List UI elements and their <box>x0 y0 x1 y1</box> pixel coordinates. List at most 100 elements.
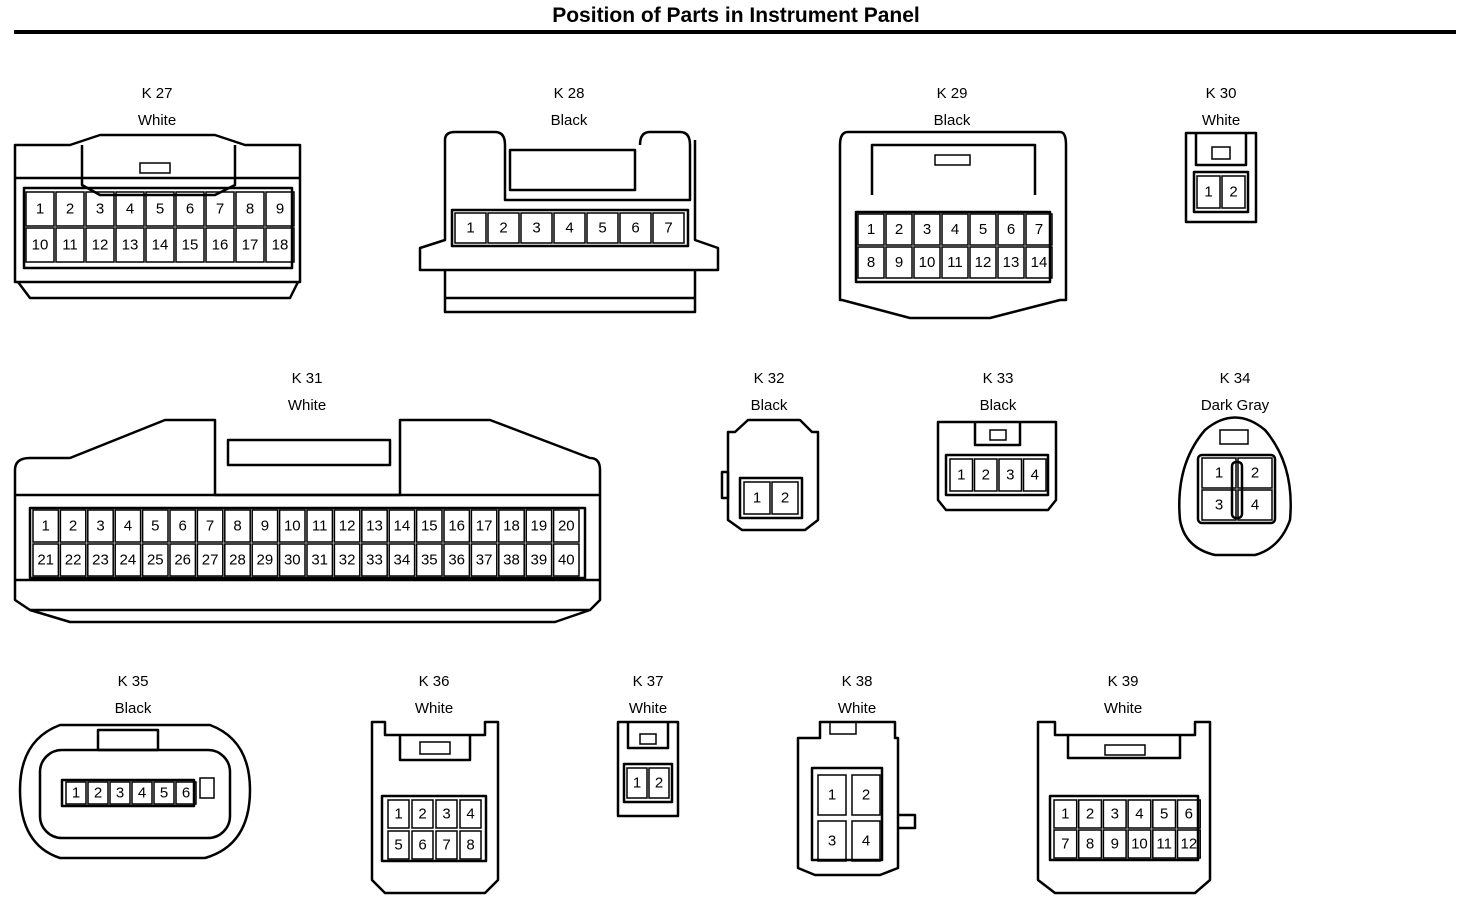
pin-number: 3 <box>116 785 124 802</box>
pin-cell <box>498 509 525 543</box>
pin-cell <box>114 509 142 543</box>
pin-number: 3 <box>1006 467 1014 484</box>
pin-number: 1 <box>72 785 80 802</box>
pin-number: 4 <box>466 806 474 823</box>
pin-cell <box>459 830 482 860</box>
connector-color: Black <box>980 397 1017 414</box>
pin-number: 1 <box>633 775 641 792</box>
pin-cell <box>145 227 175 263</box>
pin-cell <box>251 543 279 577</box>
pin-number: 3 <box>1215 497 1223 514</box>
pin-cell <box>333 509 361 543</box>
pin-number: 39 <box>531 552 548 569</box>
pin-cell <box>87 543 114 577</box>
pin-number: 4 <box>1031 467 1039 484</box>
pin-cell <box>619 212 652 244</box>
pin-cell <box>1237 489 1273 521</box>
pin-number: 16 <box>212 237 229 254</box>
connector-id: K 34 <box>1220 370 1251 387</box>
pin-cell <box>1077 829 1103 859</box>
pin-number: 26 <box>174 552 191 569</box>
pin-number: 22 <box>65 552 82 569</box>
connector-id: K 37 <box>633 673 664 690</box>
pin-number: 4 <box>1251 497 1259 514</box>
pin-cell <box>109 781 131 805</box>
pin-cell <box>169 509 197 543</box>
pin-cell <box>1053 799 1078 829</box>
pin-cell <box>435 799 458 829</box>
pin-number: 6 <box>418 837 426 854</box>
pin-cell <box>55 227 85 263</box>
pin-number: 21 <box>37 552 54 569</box>
pin-number: 31 <box>311 552 328 569</box>
pin-number: 3 <box>96 518 104 535</box>
pin-number: 17 <box>242 237 259 254</box>
connector-id: K 33 <box>983 370 1014 387</box>
pin-number: 4 <box>138 785 146 802</box>
connector-color: White <box>1202 112 1240 129</box>
pin-number: 5 <box>151 518 159 535</box>
pin-cell <box>25 191 55 227</box>
pin-cell <box>1237 457 1273 489</box>
pin-number: 2 <box>94 785 102 802</box>
pin-number: 12 <box>339 518 356 535</box>
connector-id: K 36 <box>419 673 450 690</box>
pin-cell <box>224 509 251 543</box>
pin-number: 10 <box>919 254 936 271</box>
pin-number: 2 <box>655 775 663 792</box>
pin-cell <box>998 458 1023 492</box>
pin-cell <box>196 509 224 543</box>
pin-cell <box>435 830 458 860</box>
pin-number: 3 <box>828 833 836 850</box>
pin-cell <box>141 543 169 577</box>
pin-number: 1 <box>42 518 50 535</box>
pin-number: 9 <box>276 201 284 218</box>
pin-cell <box>626 767 648 799</box>
pin-number: 3 <box>96 201 104 218</box>
pin-cell <box>59 509 87 543</box>
pin-cell <box>525 543 553 577</box>
pin-cell <box>1221 175 1246 209</box>
pin-number: 1 <box>828 787 836 804</box>
pin-cell <box>87 509 114 543</box>
pin-number: 6 <box>182 785 190 802</box>
pin-number: 36 <box>448 552 465 569</box>
pin-number: 10 <box>32 237 49 254</box>
pin-cell <box>387 830 410 860</box>
pin-number: 4 <box>1135 806 1143 823</box>
pin-number: 40 <box>558 552 575 569</box>
pin-number: 1 <box>1204 184 1212 201</box>
connector-id: K 39 <box>1108 673 1139 690</box>
pin-cell <box>115 227 145 263</box>
connector-id: K 27 <box>142 85 173 102</box>
pin-number: 14 <box>394 518 411 535</box>
pin-cell <box>306 543 334 577</box>
pin-cell <box>415 509 443 543</box>
pin-cell <box>443 509 471 543</box>
connector-id: K 28 <box>554 85 585 102</box>
pin-number: 5 <box>1160 806 1168 823</box>
pin-number: 9 <box>895 254 903 271</box>
pin-cell <box>87 781 109 805</box>
pin-cell <box>411 799 434 829</box>
pin-number: 23 <box>92 552 109 569</box>
pin-number: 15 <box>421 518 438 535</box>
pin-cell <box>1025 213 1053 246</box>
pin-number: 14 <box>152 237 169 254</box>
connector-color: White <box>629 700 667 717</box>
pin-number: 8 <box>867 254 875 271</box>
title-rule <box>14 30 1456 34</box>
pin-cell <box>885 213 913 246</box>
pin-cell <box>224 543 251 577</box>
pin-cell <box>265 191 295 227</box>
pin-number: 38 <box>503 552 520 569</box>
